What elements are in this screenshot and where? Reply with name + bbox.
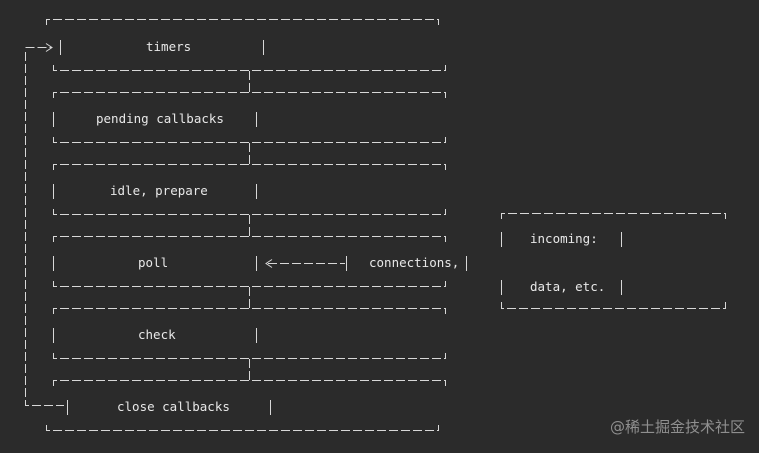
phase-label-check: check xyxy=(138,327,176,342)
idle-box-bottom xyxy=(53,209,446,215)
entry-arrowhead-icon xyxy=(45,43,53,52)
poll-arrowhead-icon xyxy=(265,259,273,268)
check-box-bottom xyxy=(53,353,446,359)
idle-box-top xyxy=(53,164,446,170)
phase-label-timers: timers xyxy=(146,39,192,54)
check-box-top xyxy=(53,308,446,314)
pending-box-top xyxy=(53,92,446,98)
loop-return-line xyxy=(25,52,64,406)
phase-label-pending-callbacks: pending callbacks xyxy=(96,111,224,126)
incoming-box-bottom xyxy=(501,302,726,309)
timers-box-top xyxy=(46,19,439,25)
pending-box-bottom xyxy=(53,137,446,143)
connections-label: connections, xyxy=(369,255,460,270)
incoming-label-line2: data, etc. xyxy=(530,279,606,294)
timers-box-bottom xyxy=(53,65,446,71)
close-box-top xyxy=(53,380,446,386)
phase-label-poll: poll xyxy=(138,255,169,270)
phase-label-close-callbacks: close callbacks xyxy=(117,399,230,414)
poll-box-top xyxy=(53,236,446,242)
incoming-box-top xyxy=(501,213,726,219)
poll-box-bottom xyxy=(53,281,446,287)
incoming-label-line1: incoming: xyxy=(530,231,598,246)
watermark: @稀土掘金技术社区 xyxy=(609,418,745,436)
phase-label-idle-prepare: idle, prepare xyxy=(110,183,208,198)
close-box-bottom xyxy=(46,425,439,431)
